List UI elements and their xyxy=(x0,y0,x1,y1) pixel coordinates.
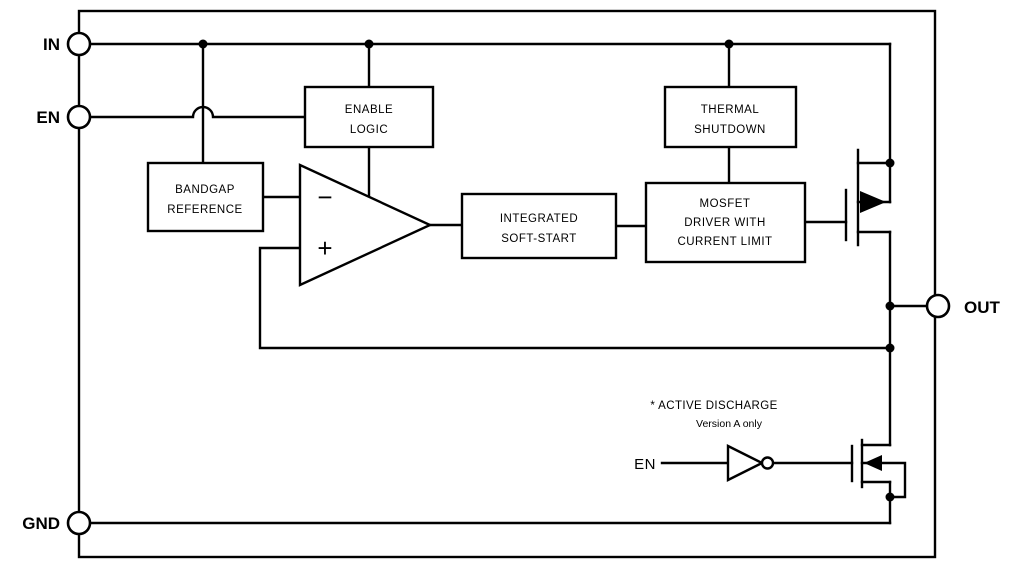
discharge-inverter xyxy=(726,444,775,482)
enable-logic-label-line1: ENABLE xyxy=(345,104,393,116)
out-pin-label: OUT xyxy=(964,298,1001,317)
junction-dot xyxy=(885,343,895,353)
bandgap-label-line1: BANDGAP xyxy=(175,184,235,196)
en-pin-circle xyxy=(66,104,92,130)
enable-logic-label-line2: LOGIC xyxy=(350,124,388,136)
version-note: Version A only xyxy=(696,418,763,430)
soft-start-block xyxy=(460,192,618,260)
junction-dot xyxy=(885,492,895,502)
enable-logic-block xyxy=(303,85,435,149)
gnd-pin-circle xyxy=(66,510,92,536)
junction-dot xyxy=(198,39,208,49)
pass-mosfet xyxy=(844,148,892,247)
junction-dot xyxy=(885,158,895,168)
inverter-triangle xyxy=(726,444,765,482)
discharge-mosfet xyxy=(850,438,907,499)
thermal-shutdown-block xyxy=(663,85,798,149)
mosfet-driver-block xyxy=(644,181,807,264)
bandgap-label-line2: REFERENCE xyxy=(167,204,242,216)
discharge-fet-body-tie xyxy=(860,461,907,499)
pass-fet-arrow-icon xyxy=(860,191,886,213)
en-wire-with-hop xyxy=(88,105,307,119)
driver-label-line3: CURRENT LIMIT xyxy=(677,236,772,248)
active-discharge-note: * ACTIVE DISCHARGE xyxy=(650,400,777,412)
soft-start-label-line2: SOFT-START xyxy=(501,233,577,245)
driver-label-line1: MOSFET xyxy=(700,198,751,210)
junction-dot xyxy=(724,39,734,49)
amplifier-noninverting-input-symbol: + xyxy=(317,233,332,263)
error-amplifier xyxy=(298,163,433,287)
discharge-fet-arrow-icon xyxy=(864,455,882,471)
discharge-en-label: EN xyxy=(634,456,656,473)
driver-label-line2: DRIVER WITH xyxy=(684,217,766,229)
out-pin-circle xyxy=(925,293,951,319)
gnd-pin-label: GND xyxy=(22,514,60,533)
bandgap-reference-block xyxy=(146,161,265,233)
inverter-bubble-icon xyxy=(760,456,775,470)
junction-dot xyxy=(364,39,374,49)
in-pin-label: IN xyxy=(43,35,60,54)
soft-start-label-line1: INTEGRATED xyxy=(500,213,578,225)
in-pin-circle xyxy=(66,31,92,57)
en-pin-label: EN xyxy=(36,108,60,127)
ic-boundary xyxy=(77,9,937,559)
amplifier-inverting-input-symbol: − xyxy=(317,182,332,212)
feedback-wire xyxy=(258,246,892,350)
thermal-label-line2: SHUTDOWN xyxy=(694,124,766,136)
thermal-label-line1: THERMAL xyxy=(701,104,760,116)
junction-dot xyxy=(885,301,895,311)
